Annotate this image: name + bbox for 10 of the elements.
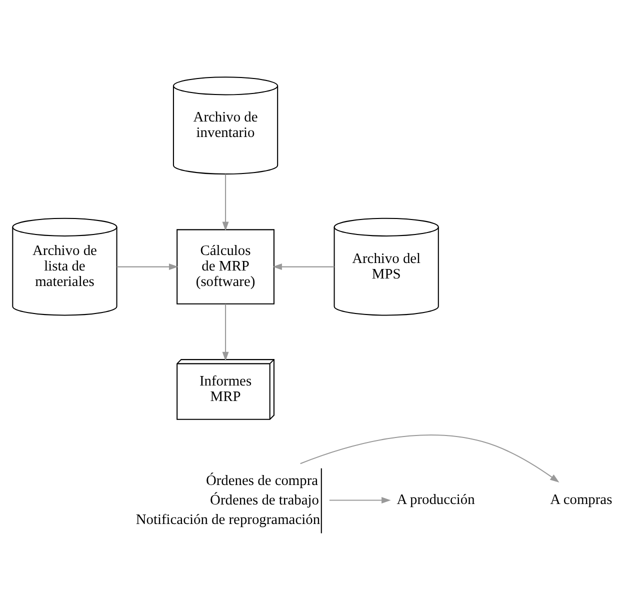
- node-text: Órdenes de compra Órdenes de trabajo Notificación de reprogramación: [136, 473, 320, 528]
- arrow: [300, 434, 560, 483]
- node-text: A compras: [550, 492, 612, 508]
- node-text: A producción: [396, 492, 475, 508]
- arrow: [272, 264, 334, 270]
- arrow: [329, 497, 391, 504]
- node-box: Cálculos de MRP (software): [176, 229, 274, 304]
- arrow: [222, 174, 229, 232]
- arrow: [116, 264, 178, 270]
- arrow: [222, 304, 229, 362]
